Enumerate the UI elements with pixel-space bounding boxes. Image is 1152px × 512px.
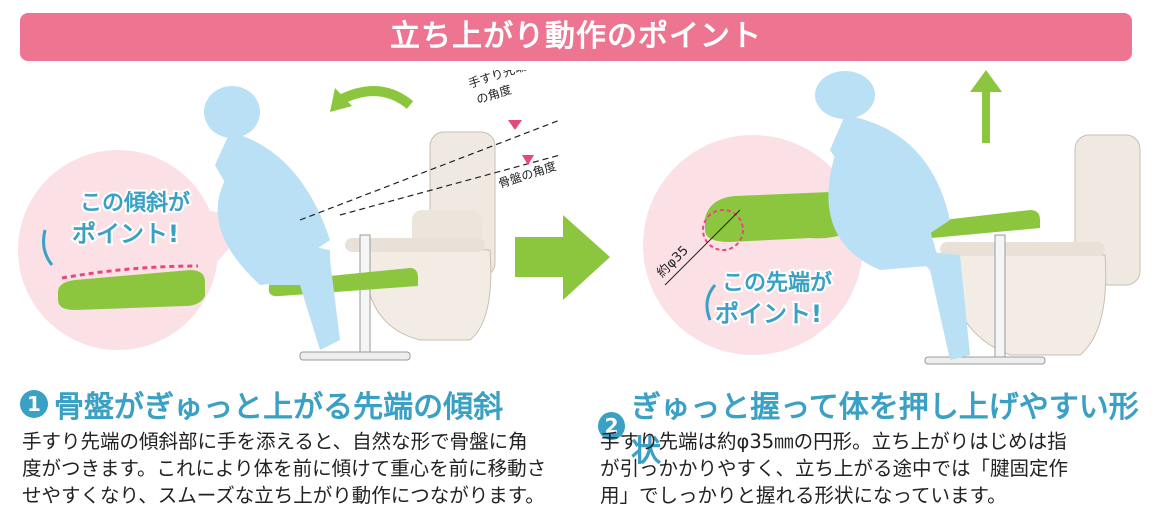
callout-arrow-icon-right (705, 284, 717, 321)
slope-dashed-line (61, 264, 199, 280)
handrail-angle-line (299, 119, 561, 221)
section1-heading: 1 骨盤がぎゅっと上がる先端の傾斜 (20, 382, 503, 426)
callout2-line2: ポイント! (715, 300, 822, 328)
banner-title: 立ち上がり動作のポイント (390, 19, 762, 54)
illustration-right: 約φ35 この先端が ポイント! (610, 70, 1152, 370)
rotation-arrowhead-icon (330, 88, 352, 112)
rotation-arrow-icon (337, 86, 414, 109)
person-figure-right (815, 71, 970, 360)
section1-body: 手すり先端の傾斜部に手を添えると、自然な形で骨盤に角 度がつきます。これにより体… (22, 428, 582, 509)
callout-arrow-icon (42, 229, 54, 266)
section2-body-line: が引っかかりやすく、立ち上がる途中では「腱固定作 (600, 457, 1069, 480)
person-figure-left (204, 86, 340, 350)
section1-body-line: 度がつきます。これにより体を前に傾けて重心を前に移動さ (22, 457, 547, 480)
callout1-line1: この傾斜が (80, 190, 190, 216)
section2-body: 手すり先端は約φ35㎜の円形。立ち上がりはじめは指 が引っかかりやすく、立ち上が… (600, 428, 1145, 509)
diameter-line (664, 209, 741, 286)
section2-heading-text: ぎゅっと握って体を押し上げやすい形状 (631, 390, 1139, 469)
illustration-left-svg: この傾斜が ポイント! 手すり先端 の角度 (18, 70, 561, 361)
title-banner: 立ち上がり動作のポイント (20, 13, 1132, 61)
illustration-right-svg: 約φ35 この先端が ポイント! (643, 70, 1141, 365)
section2-body-line: 手すり先端は約φ35㎜の円形。立ち上がりはじめは指 (600, 430, 1067, 453)
pelvis-angle-marker-icon (522, 155, 534, 165)
callout1-line2: ポイント! (72, 220, 179, 248)
diameter-circle (702, 209, 744, 251)
next-arrow-icon (515, 215, 610, 300)
section2-body-line: 用」でしっかりと握れる形状になっています。 (600, 484, 1007, 507)
section2-heading: 2 ぎゅっと握って体を押し上げやすい形状 (598, 382, 1152, 470)
section1-number-badge: 1 (20, 390, 48, 418)
zoom-circle-right (643, 135, 863, 355)
pelvis-angle-line (339, 154, 561, 216)
illustration-left: この傾斜が ポイント! 手すり先端 の角度 (0, 70, 590, 370)
handrail-tip-zoom-right (705, 192, 850, 242)
toilet-illustration-right (940, 134, 1141, 356)
section1-heading-text: 骨盤がぎゅっと上がる先端の傾斜 (54, 390, 504, 425)
callout2-line1: この先端が (722, 270, 832, 296)
section1-body-line: せやすくなり、スムーズな立ち上がり動作につながります。 (22, 484, 545, 507)
toilet-illustration (345, 131, 496, 341)
up-arrow-shaft (982, 88, 990, 143)
section1-body-line: 手すり先端の傾斜部に手を添えると、自然な形で骨盤に角 (22, 430, 528, 453)
handrail-angle-marker-icon (508, 120, 522, 130)
handrail-tip-zoom (58, 270, 205, 310)
up-arrow-icon (970, 70, 1002, 92)
zoom-circle (18, 150, 218, 350)
section2-number-badge: 2 (598, 412, 626, 440)
